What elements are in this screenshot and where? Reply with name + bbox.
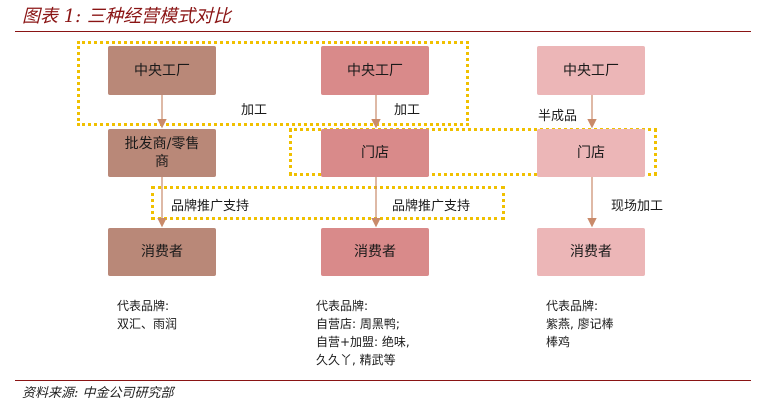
processing-group-frame [77,41,469,126]
semi-finished-label: 半成品 [538,109,578,124]
col3-brands-title: 代表品牌: [546,299,599,313]
col3-store-box: 门店 [537,129,645,177]
onsite-processing-label: 现场加工 [611,199,664,214]
source-note: 资料来源: 中金公司研究部 [22,386,174,401]
col3-brands-line: 棒鸡 [546,335,571,349]
col3-brands-line: 紫燕, 廖记棒 [546,317,614,331]
store-group-frame [289,128,657,176]
col1-brands-line: 双汇、雨润 [117,317,178,331]
col2-brands-line: 自营+加盟: 绝味, [316,335,410,349]
brand-support-frame [151,186,505,220]
brand-support-label-col2: 品牌推广支持 [392,199,471,214]
col2-consumer-box: 消费者 [321,228,429,276]
process-label-col1: 加工 [241,103,268,118]
col2-factory-box: 中央工厂 [321,46,429,95]
brand-support-label-col1: 品牌推广支持 [171,199,250,214]
col2-store-box: 门店 [321,129,429,177]
col3-consumer-box: 消费者 [537,228,645,276]
col3-factory-box: 中央工厂 [537,46,645,95]
col3-brands: 代表品牌: 紫燕, 廖记棒 棒鸡 [546,297,614,351]
col2-brands-line: 久久丫, 精武等 [316,353,396,367]
footer-rule [15,380,751,381]
col2-brands-line: 自营店: 周黑鸭; [316,317,400,331]
col1-distributor-label: 批发商/零售商 [124,136,200,170]
col1-consumer-box: 消费者 [108,228,216,276]
title-rule [15,31,751,32]
col1-factory-box: 中央工厂 [108,46,216,95]
process-label-col2: 加工 [394,103,421,118]
col2-brands-title: 代表品牌: [316,299,369,313]
col1-brands: 代表品牌: 双汇、雨润 [117,297,177,333]
col2-brands: 代表品牌: 自营店: 周黑鸭; 自营+加盟: 绝味, 久久丫, 精武等 [316,297,410,369]
col1-distributor-box: 批发商/零售商 [108,129,216,177]
figure-title: 图表 1: 三种经营模式对比 [22,6,231,27]
col1-brands-title: 代表品牌: [117,299,170,313]
